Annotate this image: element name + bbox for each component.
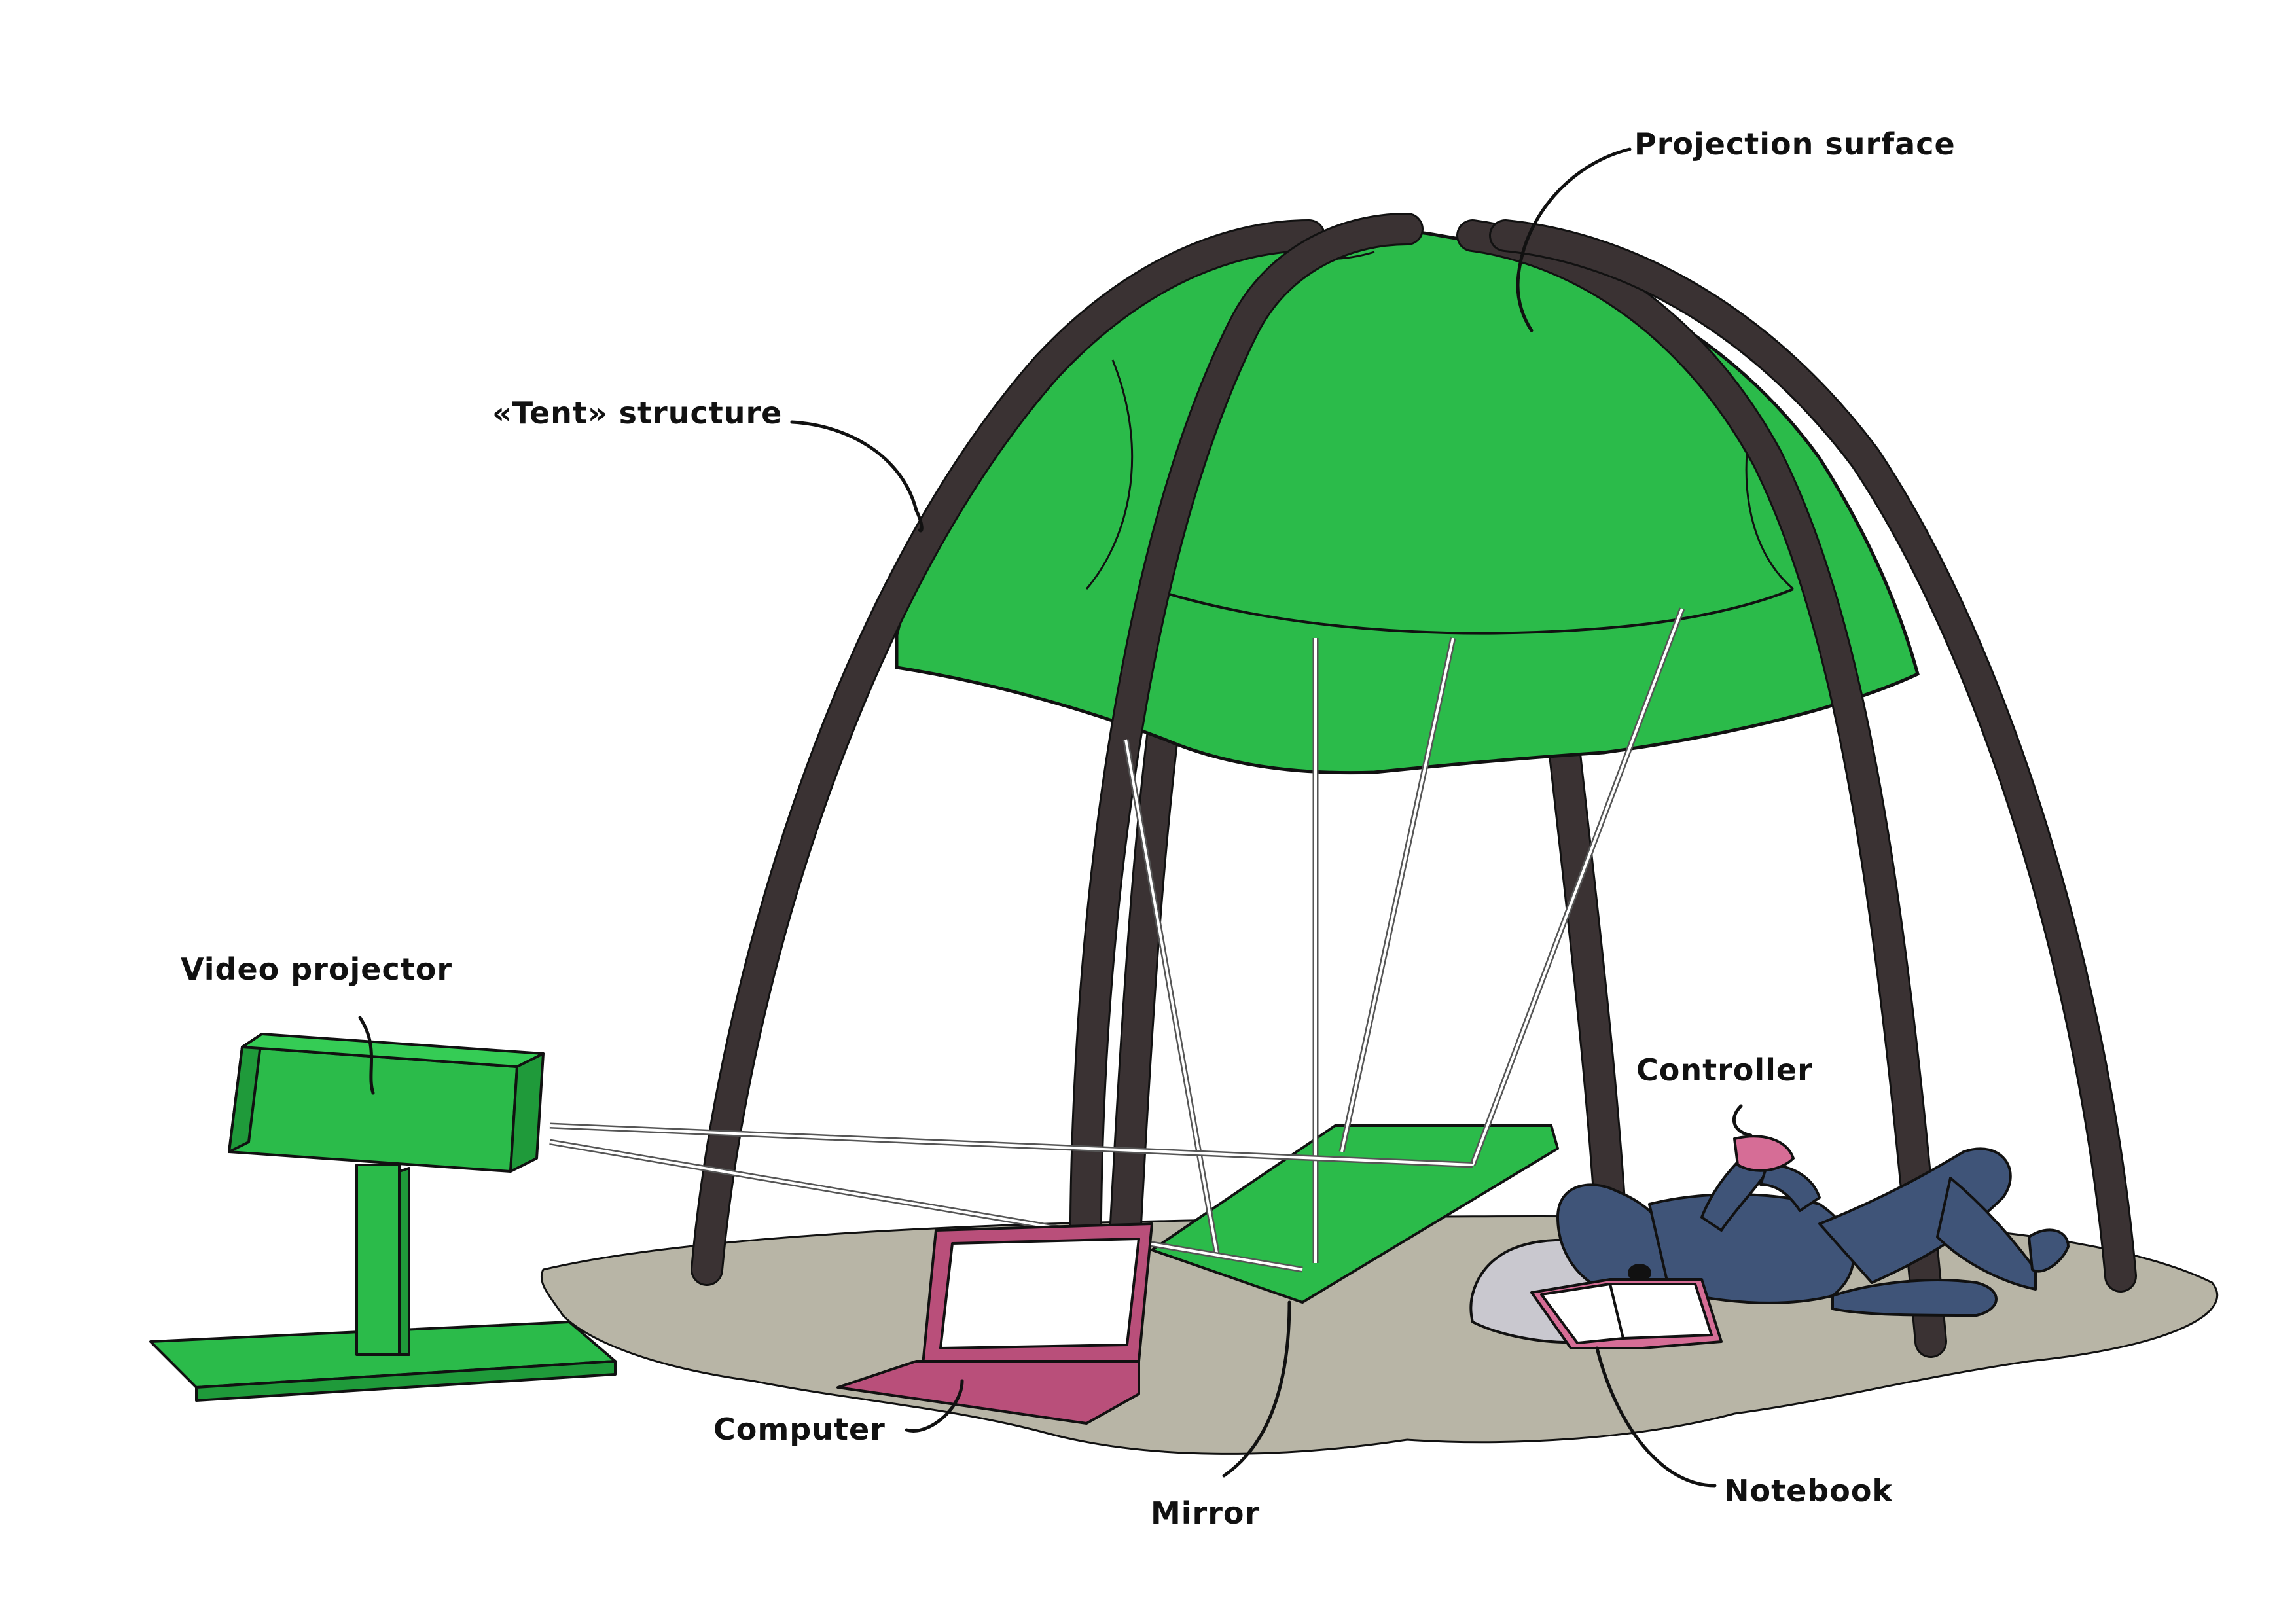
- label-projection-surface: Projection surface: [1634, 126, 1956, 162]
- label-controller: Controller: [1636, 1052, 1813, 1088]
- leader-video-projector: [358, 1016, 375, 1095]
- computer: [836, 1222, 1153, 1425]
- person-lying: [1556, 1135, 2070, 1317]
- label-tent-structure: «Tent» structure: [492, 395, 782, 431]
- leader-mirror: [1222, 1300, 1291, 1478]
- projection-surface: [895, 229, 1920, 775]
- leader-lines: [358, 147, 1753, 1488]
- leader-computer: [905, 1379, 964, 1433]
- leader-projection-surface: [1516, 147, 1632, 332]
- notebook: [1530, 1278, 1723, 1349]
- video-projector: [149, 1033, 617, 1402]
- mirror-suspension-strings: [1122, 607, 1685, 1263]
- label-computer: Computer: [713, 1412, 886, 1447]
- tent-front-poles: [691, 213, 2137, 1358]
- leader-controller: [1732, 1104, 1753, 1137]
- leader-tent-structure: [790, 420, 924, 533]
- label-mirror: Mirror: [1151, 1495, 1260, 1531]
- leader-notebook: [1595, 1346, 1717, 1488]
- projection-beams: [549, 1122, 1473, 1273]
- label-video-projector: Video projector: [181, 952, 452, 987]
- mirror: [1149, 1124, 1560, 1304]
- label-notebook: Notebook: [1724, 1473, 1893, 1508]
